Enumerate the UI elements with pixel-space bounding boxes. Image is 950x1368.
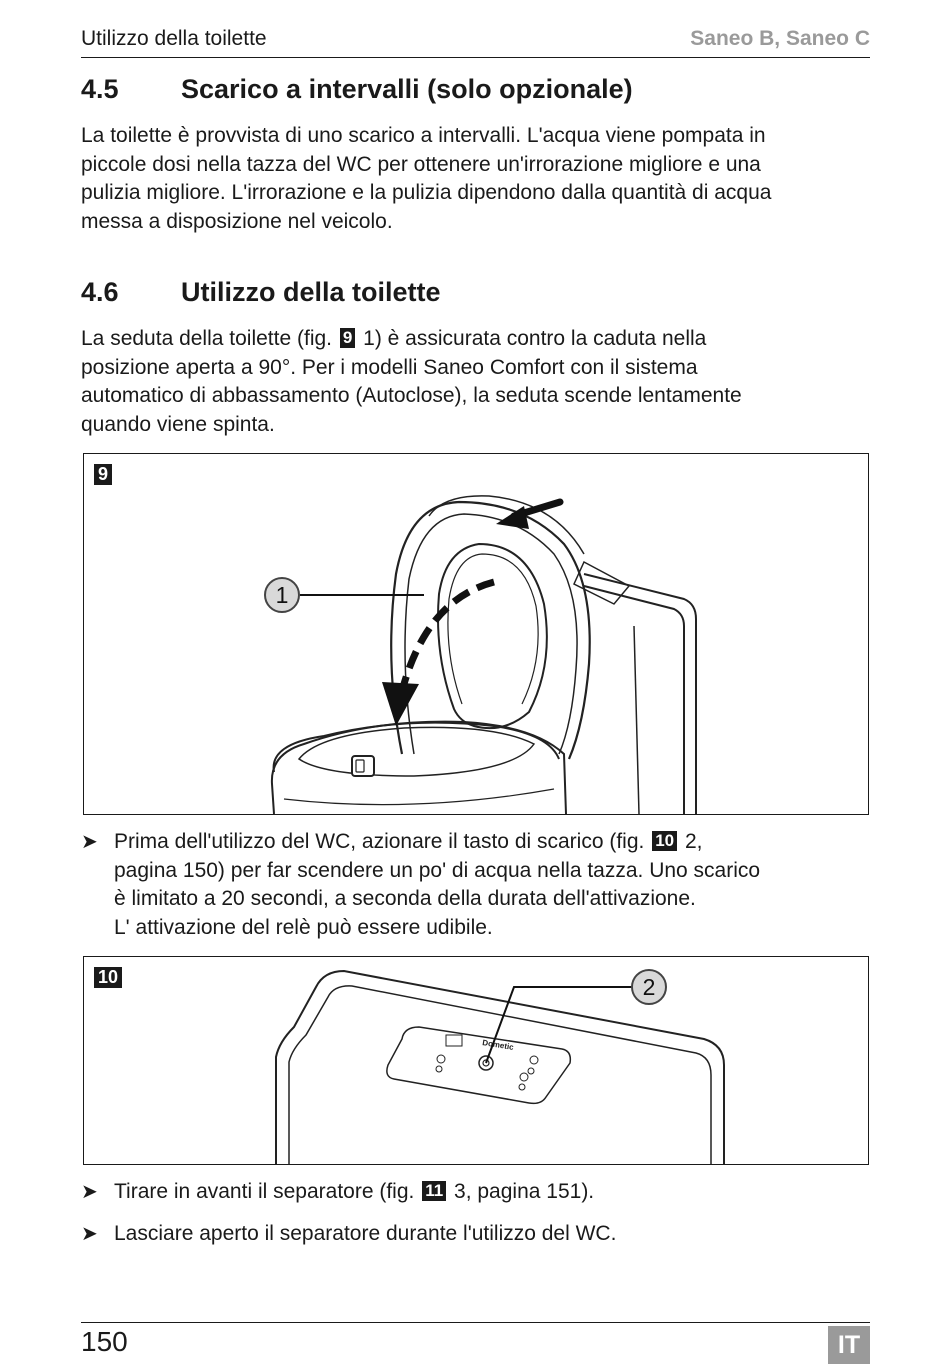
step-text-part: 2, bbox=[684, 830, 703, 853]
figure-label: 10 bbox=[94, 967, 123, 988]
callout-leader-line bbox=[485, 986, 632, 1064]
section-number: 4.5 bbox=[81, 74, 119, 104]
push-arrow bbox=[496, 498, 564, 529]
paragraph-line: piccole dosi nella tazza del WC per otte… bbox=[81, 152, 761, 176]
section-title: Utilizzo della toilette bbox=[181, 277, 441, 307]
bullet-arrow-icon: ➤ bbox=[81, 1223, 98, 1245]
figure-reference-9[interactable]: 9 bbox=[339, 328, 356, 348]
paragraph-text: La seduta della toilette (fig. bbox=[81, 327, 332, 350]
callout-circle bbox=[264, 577, 300, 613]
language-badge: IT bbox=[828, 1326, 870, 1364]
figure-label: 9 bbox=[94, 464, 113, 485]
section-4-5-heading: 4.5 Scarico a intervalli (solo opzionale) bbox=[81, 74, 633, 105]
callout-number: 1 bbox=[276, 582, 289, 608]
section-4-5-paragraph: La toilette è provvista di uno scarico a… bbox=[81, 122, 881, 236]
section-title: Scarico a intervalli (solo opzionale) bbox=[181, 74, 633, 104]
figure-reference-11[interactable]: 11 bbox=[422, 1181, 447, 1201]
section-number: 4.6 bbox=[81, 277, 119, 307]
paragraph-line: automatico di abbassamento (Autoclose), … bbox=[81, 384, 742, 407]
page-number: 150 bbox=[81, 1326, 128, 1357]
step-text: Tirare in avanti il separatore (fig. 11 … bbox=[114, 1178, 881, 1207]
header-product-name: Saneo B, Saneo C bbox=[690, 27, 870, 50]
paragraph-text: 1) è assicurata contro la caduta nella bbox=[363, 327, 707, 350]
bullet-arrow-icon: ➤ bbox=[81, 831, 98, 853]
header-chapter-title: Utilizzo della toilette bbox=[81, 27, 267, 50]
paragraph-line: La toilette è provvista di uno scarico a… bbox=[81, 124, 766, 147]
callout-number: 2 bbox=[643, 974, 656, 1000]
step-text-line: L' attivazione del relè può essere udibi… bbox=[114, 915, 493, 939]
header-divider bbox=[81, 57, 870, 58]
paragraph-line: quando viene spinta. bbox=[81, 412, 275, 436]
step-text: Prima dell'utilizzo del WC, azionare il … bbox=[114, 828, 881, 942]
toilet-seat-illustration: 1 bbox=[264, 495, 697, 814]
step-text-line: pagina 150) per far scendere un po' di a… bbox=[114, 858, 761, 882]
closing-direction-arrow bbox=[382, 578, 495, 726]
bullet-arrow-icon: ➤ bbox=[81, 1181, 98, 1203]
step-text-part: Tirare in avanti il separatore (fig. bbox=[114, 1180, 415, 1203]
control-panel-illustration: Dometic 2 bbox=[275, 969, 725, 1164]
footer-divider bbox=[81, 1322, 870, 1323]
paragraph-line: messa a disposizione nel veicolo. bbox=[81, 209, 393, 233]
paragraph-line: posizione aperta a 90°. Per i modelli Sa… bbox=[81, 355, 698, 379]
section-4-6-heading: 4.6 Utilizzo della toilette bbox=[81, 277, 441, 308]
instruction-step: ➤ Lasciare aperto il separatore durante … bbox=[81, 1220, 881, 1249]
section-4-6-paragraph: La seduta della toilette (fig. 9 1) è as… bbox=[81, 325, 881, 439]
paragraph-line: pulizia migliore. L'irrorazione e la pul… bbox=[81, 181, 772, 204]
instruction-step: ➤ Tirare in avanti il separatore (fig. 1… bbox=[81, 1178, 881, 1207]
figure-reference-10[interactable]: 10 bbox=[652, 831, 678, 851]
step-text-part: Prima dell'utilizzo del WC, azionare il … bbox=[114, 830, 645, 853]
figure-10-control-panel: Dometic 2 10 bbox=[83, 956, 869, 1165]
paragraph-line: La seduta della toilette (fig. 9 1) è as… bbox=[81, 325, 881, 354]
panel-brand-logo: Dometic bbox=[482, 1038, 515, 1052]
figure-9-toilet-seat: 1 9 bbox=[83, 453, 869, 815]
callout-circle bbox=[631, 969, 667, 1005]
step-text: Lasciare aperto il separatore durante l'… bbox=[114, 1222, 617, 1245]
step-text-part: 3, pagina 151). bbox=[454, 1180, 595, 1203]
step-text-line: è limitato a 20 secondi, a seconda della… bbox=[114, 887, 696, 910]
instruction-step: ➤ Prima dell'utilizzo del WC, azionare i… bbox=[81, 828, 881, 942]
